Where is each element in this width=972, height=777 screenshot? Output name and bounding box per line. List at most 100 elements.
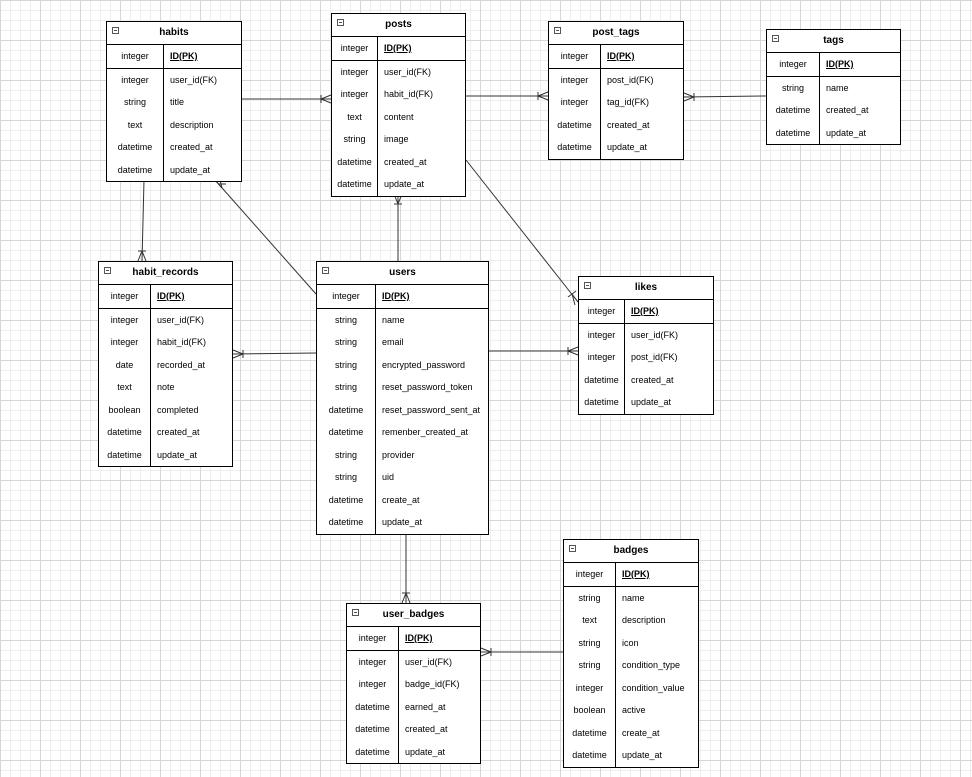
badges-header[interactable]: badges	[564, 540, 698, 563]
field-type: datetime	[317, 398, 376, 421]
posts-header[interactable]: posts	[332, 14, 465, 37]
collapse-icon[interactable]	[772, 35, 779, 42]
link-posts-post_tags	[466, 91, 549, 101]
field-type: integer	[549, 45, 601, 68]
collapse-icon[interactable]	[104, 267, 111, 274]
habit-records-header[interactable]: habit_records	[99, 262, 232, 285]
user-badges-header[interactable]: user_badges	[347, 604, 480, 627]
field-name: name	[382, 314, 405, 325]
collapse-icon[interactable]	[352, 609, 359, 616]
likes-header[interactable]: likes	[579, 277, 713, 300]
field-type: string	[317, 466, 376, 489]
collapse-icon[interactable]	[322, 267, 329, 274]
collapse-icon[interactable]	[337, 19, 344, 26]
field-type: integer	[99, 331, 151, 354]
field-name: created_at	[631, 374, 674, 385]
collapse-icon[interactable]	[584, 282, 591, 289]
collapse-icon[interactable]	[112, 27, 119, 34]
collapse-icon[interactable]	[554, 27, 561, 34]
field-name: update_at	[607, 142, 648, 152]
tags-header[interactable]: tags	[767, 30, 900, 53]
post-tags-header[interactable]: post_tags	[549, 22, 683, 45]
collapse-icon[interactable]	[569, 545, 576, 552]
field-name: created_at	[170, 142, 213, 152]
table-title: habit_records	[132, 267, 199, 278]
users-header[interactable]: users	[317, 262, 488, 285]
field-type: string	[332, 128, 378, 151]
field-name: created_at	[157, 427, 200, 437]
habits-header[interactable]: habits	[107, 22, 241, 45]
